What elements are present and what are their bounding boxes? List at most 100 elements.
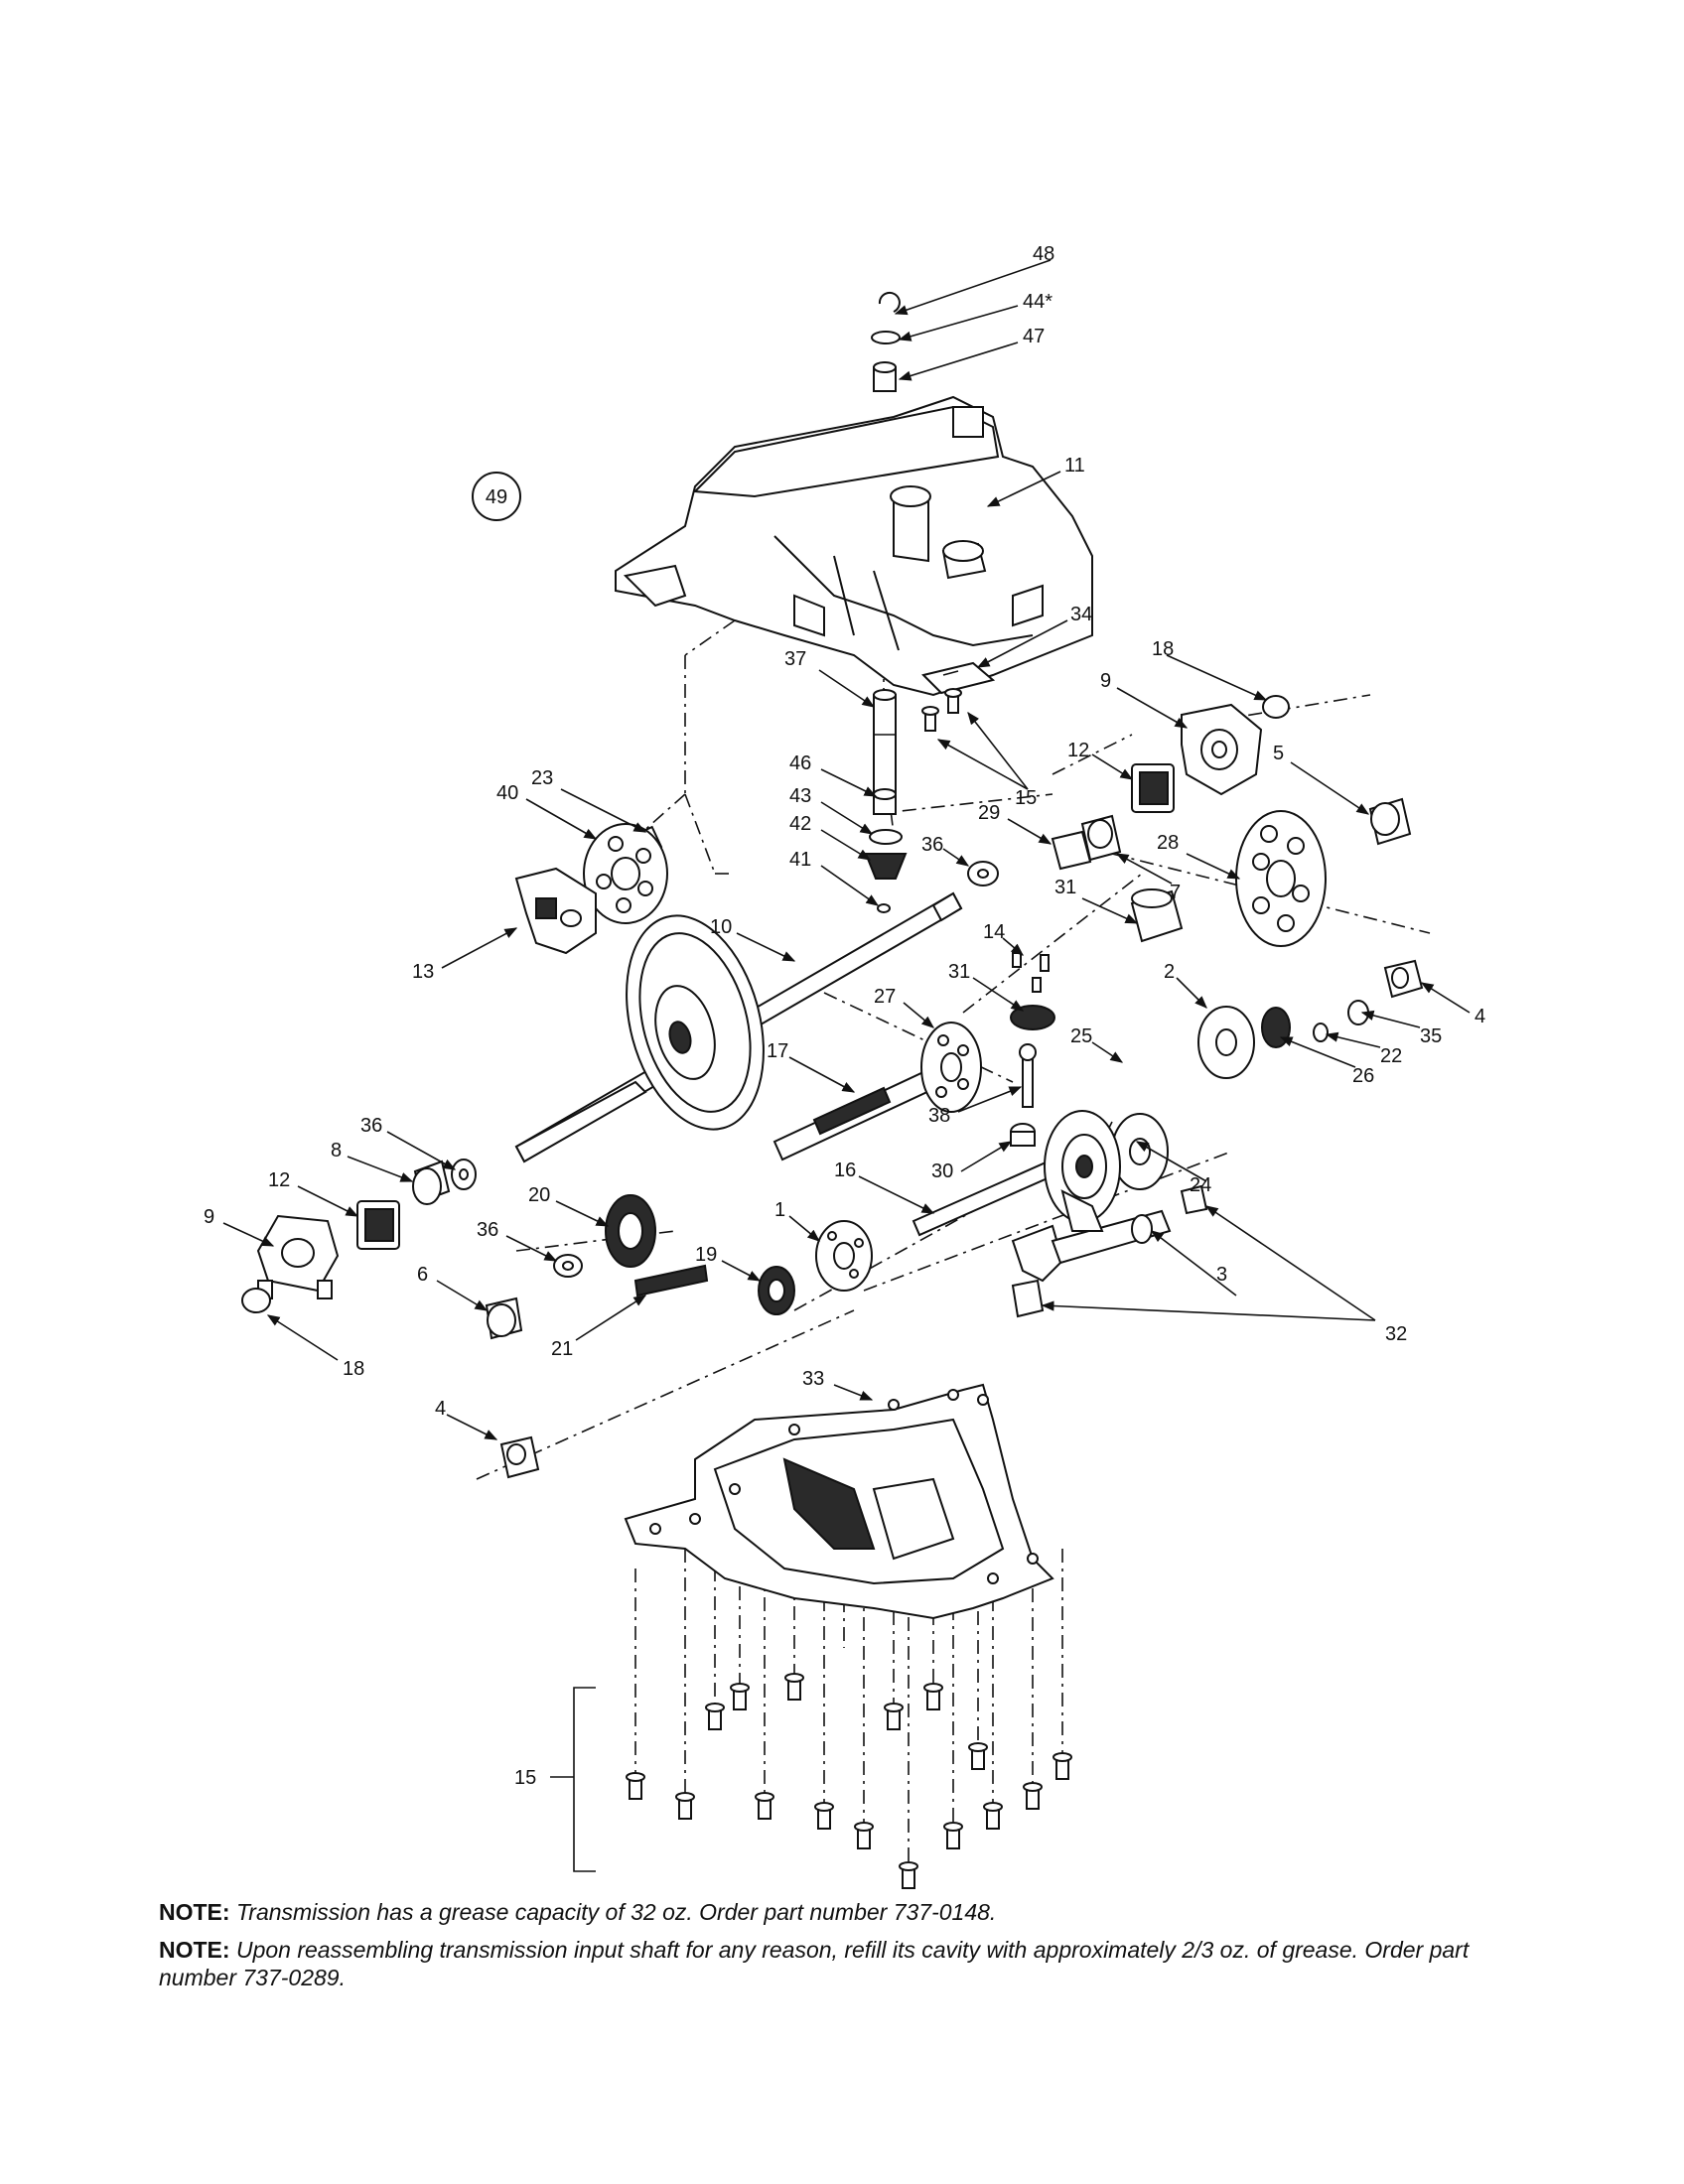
part-32-block-b <box>1011 1279 1045 1318</box>
callout-23: 23 <box>531 767 553 789</box>
callout-21: 21 <box>551 1338 573 1360</box>
part-8-bearing <box>412 1160 451 1205</box>
part-12-bearing-block-right <box>1131 763 1175 813</box>
part-7-bearing <box>1080 814 1122 862</box>
note-prefix: NOTE: <box>159 1937 230 1963</box>
part-1-hub <box>815 1220 873 1292</box>
note-input-shaft-grease: NOTE: Upon reassembling transmission inp… <box>159 1936 1549 1991</box>
callout-15b: 15 <box>514 1767 536 1789</box>
svg-text:49: 49 <box>486 486 507 508</box>
part-46-bearing <box>873 788 897 815</box>
part-15-bolts-lower <box>626 1673 1072 1889</box>
assembly-reference-badge: 49 <box>472 472 521 521</box>
callout-14: 14 <box>983 921 1005 943</box>
part-36-washer-c <box>553 1254 583 1278</box>
part-17-spline-shaft <box>772 1070 933 1161</box>
callout-12a: 12 <box>268 1169 290 1191</box>
callout-36b: 36 <box>360 1115 382 1137</box>
part-44-washer <box>871 331 901 344</box>
callout-41: 41 <box>789 849 811 871</box>
part-4-block-right <box>1383 959 1424 999</box>
part-30-collar <box>1010 1123 1036 1147</box>
callout-16: 16 <box>834 1160 856 1181</box>
callout-20: 20 <box>528 1184 550 1206</box>
note-text: Upon reassembling transmission input sha… <box>159 1937 1470 1990</box>
part-15-screws-upper <box>921 688 962 732</box>
callout-2: 2 <box>1164 961 1175 983</box>
part-10-main-axle <box>514 891 963 1163</box>
callout-9b: 9 <box>1100 670 1111 692</box>
part-20-sprocket <box>605 1194 656 1268</box>
callout-1: 1 <box>774 1199 785 1221</box>
part-40-gear-with-holes <box>583 823 668 924</box>
callout-32: 32 <box>1385 1323 1407 1345</box>
part-26-gear <box>1261 1007 1291 1048</box>
part-4-block-left <box>499 1435 540 1479</box>
callout-27: 27 <box>874 986 896 1008</box>
callout-13: 13 <box>412 961 434 983</box>
callout-8: 8 <box>331 1140 342 1161</box>
part-21-chain <box>633 1264 709 1297</box>
callout-22: 22 <box>1380 1045 1402 1067</box>
part-15-bracket <box>550 1687 596 1872</box>
callout-4a: 4 <box>1474 1006 1485 1027</box>
callout-35: 35 <box>1420 1025 1442 1047</box>
callout-42: 42 <box>789 813 811 835</box>
callout-31a: 31 <box>948 961 970 983</box>
callout-48: 48 <box>1033 243 1054 265</box>
callout-24: 24 <box>1190 1174 1211 1196</box>
callout-30: 30 <box>931 1160 953 1182</box>
part-13-bracket <box>514 867 597 955</box>
part-28-gear <box>1235 810 1327 947</box>
part-31-bushing <box>1130 888 1184 943</box>
part-27-gear <box>920 1022 982 1113</box>
part-19-small-sprocket <box>758 1266 795 1315</box>
leader-lines <box>222 259 1471 1440</box>
part-6-bearing <box>485 1297 523 1340</box>
callout-4b: 4 <box>435 1398 446 1420</box>
callout-34: 34 <box>1070 604 1092 625</box>
callout-7: 7 <box>1170 882 1181 903</box>
part-22-clip <box>1313 1023 1329 1042</box>
callout-18a: 18 <box>1152 638 1174 660</box>
callout-46: 46 <box>789 752 811 774</box>
part-11-upper-housing <box>615 395 1093 697</box>
callout-31b: 31 <box>1054 877 1076 898</box>
callout-37: 37 <box>784 648 806 670</box>
callout-25: 25 <box>1070 1025 1092 1047</box>
part-12-bearing-block-left <box>356 1200 400 1250</box>
part-43-washer <box>869 829 903 845</box>
part-42-bevel-pinion <box>864 853 908 880</box>
callout-26: 26 <box>1352 1065 1374 1087</box>
part-38-pin <box>1019 1043 1037 1108</box>
callout-10: 10 <box>710 916 732 938</box>
callout-15a: 15 <box>1015 787 1037 809</box>
callout-18b: 18 <box>343 1358 364 1380</box>
callout-40: 40 <box>496 782 518 804</box>
callout-44: 44* <box>1023 291 1052 313</box>
part-41-clip <box>877 903 891 913</box>
note-prefix: NOTE: <box>159 1899 230 1925</box>
callout-12b: 12 <box>1067 740 1089 761</box>
part-2-hub <box>1197 1006 1255 1079</box>
callout-labels: 48 44* 47 11 34 37 15 46 43 42 41 36 23 … <box>204 243 1485 1789</box>
part-3-shift-fork <box>1011 1189 1172 1283</box>
notes-section: NOTE: Transmission has a grease capacity… <box>159 1898 1549 2001</box>
callout-19: 19 <box>695 1244 717 1266</box>
part-9-hub-left <box>256 1214 340 1299</box>
part-9-hub-right <box>1181 703 1263 796</box>
part-36-washer-b <box>451 1159 477 1190</box>
part-25-gear <box>1111 1113 1169 1190</box>
part-48-e-clip <box>878 291 901 313</box>
callout-33: 33 <box>802 1368 824 1390</box>
part-33-lower-housing-pan <box>624 1383 1054 1620</box>
part-14-screws <box>1012 952 1050 993</box>
part-36-washer-a <box>967 861 999 887</box>
callout-5: 5 <box>1273 743 1284 764</box>
part-47-bushing <box>873 361 897 392</box>
part-31-bevel-gear <box>1010 1005 1055 1030</box>
part-37-input-shaft <box>873 689 897 795</box>
part-34-plate <box>921 661 996 695</box>
callout-28: 28 <box>1157 832 1179 854</box>
note-text: Transmission has a grease capacity of 32… <box>235 1899 997 1925</box>
